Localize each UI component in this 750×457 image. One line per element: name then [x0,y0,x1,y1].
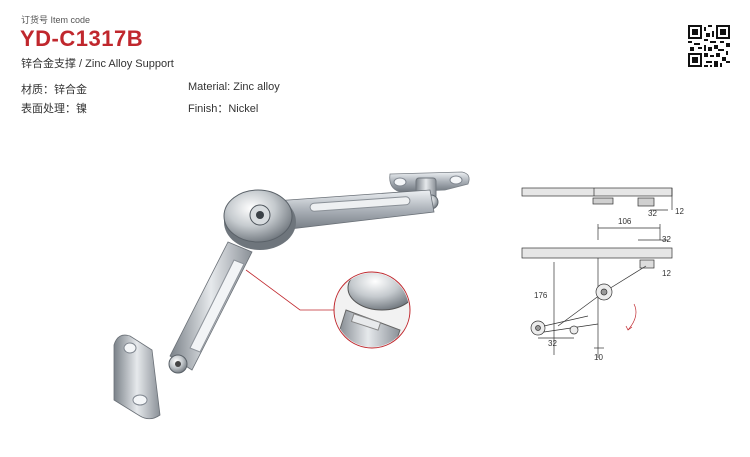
item-code-label: 订货号 Item code [21,15,91,25]
svg-text:32: 32 [662,235,671,244]
qr-code-icon [688,25,730,67]
spec-finish-en: Finish：Nickel [188,103,259,115]
product-code: YD-C1317B [20,26,144,51]
lower-arm [169,241,253,371]
spec-material-en: Material: Zinc alloy [188,81,280,93]
svg-text:10: 10 [594,353,603,362]
product-name: 锌合金支撑 / Zinc Alloy Support [21,58,174,70]
bottom-mounting-plate [113,334,188,420]
svg-text:32: 32 [548,339,557,348]
detail-zoom [333,271,411,349]
spec-material-cn: 材质：锌合金 [21,84,87,96]
product-photo [113,171,470,420]
spec-finish-cn: 表面处理：镍 [21,103,87,115]
svg-text:176: 176 [534,291,548,300]
svg-text:32: 32 [648,209,657,218]
main-pivot [223,189,296,250]
dimension-diagram: 32 12 106 32 12 176 32 10 [521,187,684,362]
upper-arm [259,189,435,233]
svg-text:12: 12 [675,207,684,216]
svg-text:12: 12 [662,269,671,278]
svg-text:106: 106 [618,217,632,226]
